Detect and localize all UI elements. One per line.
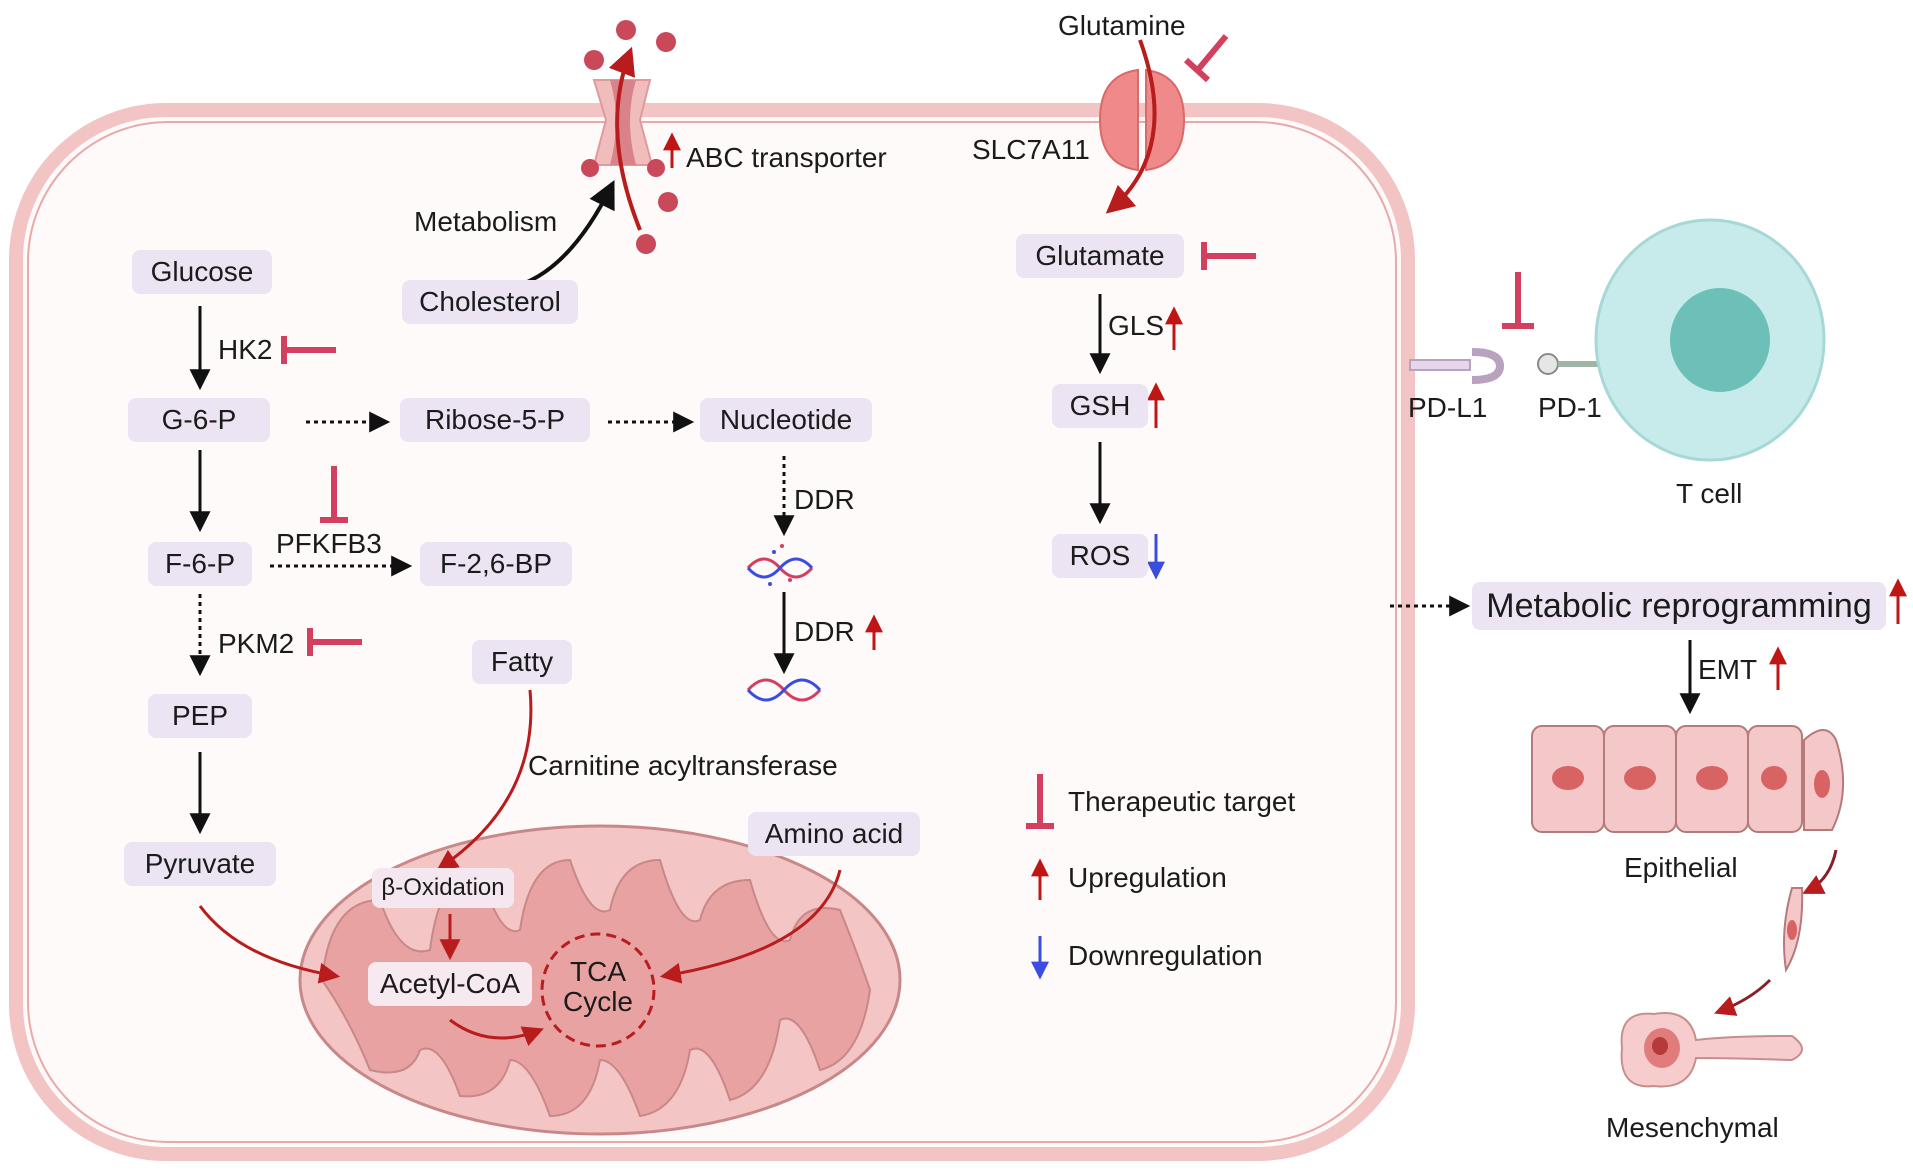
legend-therapeutic-target-icon: [1026, 774, 1054, 829]
node-glucose: Glucose: [132, 250, 272, 294]
mesenchymal-cell-icon: [1620, 1012, 1803, 1088]
epithelial-cells-icon: [1531, 725, 1845, 833]
pdl1-inhibitor-icon: [1502, 272, 1534, 329]
legend-downregulation: Downregulation: [1068, 940, 1263, 971]
pfkfb3-inhibitor-icon: [320, 466, 348, 523]
glutamate-inhibitor-icon: [1201, 242, 1256, 270]
node-fatty: Fatty: [472, 640, 572, 684]
node-metabolic-reprogramming: Metabolic reprogramming: [1472, 582, 1886, 630]
label-t-cell: T cell: [1676, 478, 1743, 509]
repaired-dna-icon: [746, 678, 822, 702]
hk2-inhibitor-icon: [281, 336, 336, 364]
damaged-dna-icon: [746, 544, 814, 586]
node-cholesterol: Cholesterol: [402, 280, 578, 324]
label-tca: TCA: [570, 956, 626, 987]
label-emt: EMT: [1698, 654, 1758, 685]
label-slc7a11: SLC7A11: [972, 134, 1090, 165]
slc7a11-transporter-icon: [1098, 39, 1186, 214]
label-ddr-1: DDR: [794, 484, 855, 515]
label-glutamine: Glutamine: [1058, 10, 1186, 41]
node-g6p: G-6-P: [128, 398, 270, 442]
label-pfkfb3: PFKFB3: [276, 528, 382, 559]
label-gls: GLS: [1108, 310, 1165, 341]
node-pyruvate: Pyruvate: [124, 842, 276, 886]
glutamine-inhibitor-icon: [1183, 34, 1229, 83]
label-epithelial: Epithelial: [1624, 852, 1738, 883]
label-carnitine: Carnitine acyltransferase: [528, 750, 838, 781]
label-metabolism: Metabolism: [414, 206, 558, 237]
pkm2-inhibitor-icon: [307, 628, 362, 656]
node-ros: ROS: [1052, 534, 1148, 578]
node-acetyl-coa: Acetyl-CoA: [368, 962, 532, 1006]
label-pd-1: PD-1: [1538, 392, 1602, 423]
transitioning-cell-icon: [1783, 887, 1804, 973]
label-abc-transporter: ABC transporter: [686, 142, 887, 173]
label-pd-l1: PD-L1: [1408, 392, 1488, 423]
node-pep: PEP: [148, 694, 252, 738]
t-cell-icon: [1594, 218, 1826, 462]
label-cycle: Cycle: [562, 986, 633, 1017]
abc-transporter-icon: [581, 20, 678, 254]
label-mesenchymal: Mesenchymal: [1606, 1112, 1779, 1143]
node-amino-acid: Amino acid: [748, 812, 920, 856]
label-hk2: HK2: [218, 334, 273, 365]
label-ddr-2: DDR: [794, 616, 855, 647]
node-ribose5p: Ribose-5-P: [400, 398, 590, 442]
legend-upregulation: Upregulation: [1068, 862, 1227, 893]
node-glutamate: Glutamate: [1016, 234, 1184, 278]
node-beta-oxidation: β-Oxidation: [372, 868, 514, 908]
node-f6p: F-6-P: [148, 542, 252, 586]
node-f26bp: F-2,6-BP: [420, 542, 572, 586]
legend-therapeutic-target: Therapeutic target: [1068, 786, 1296, 817]
node-gsh: GSH: [1052, 384, 1148, 428]
label-pkm2: PKM2: [218, 628, 295, 659]
node-nucleotide: Nucleotide: [700, 398, 872, 442]
pd-l1-receptor-icon: [1409, 348, 1505, 384]
